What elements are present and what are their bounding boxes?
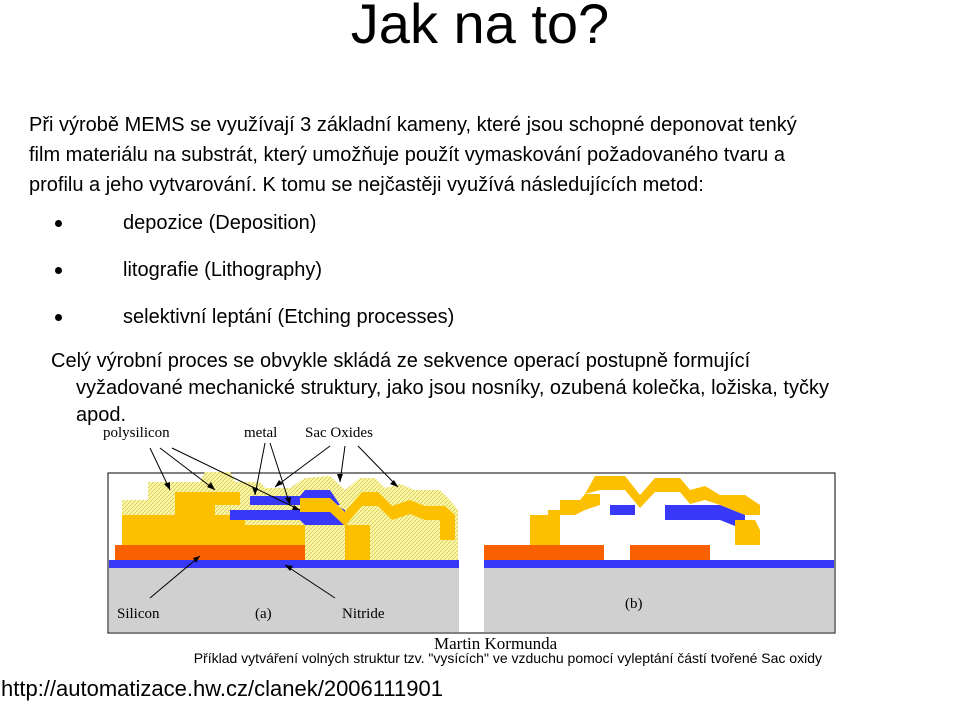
- arrow-line: [357, 445, 399, 488]
- poly0-layer: [630, 545, 710, 560]
- process-line: Celý výrobní proces se obvykle skládá ze…: [51, 350, 751, 372]
- label-panel-a: (a): [255, 606, 272, 622]
- poly0-layer: [115, 545, 305, 560]
- arrow-head: [285, 497, 291, 505]
- label-silicon: Silicon: [117, 606, 160, 622]
- label-polysilicon: polysilicon: [103, 425, 170, 441]
- arrow-head: [275, 480, 283, 487]
- arrow-line: [254, 442, 266, 496]
- silicon-layer: [484, 568, 834, 632]
- arrow-head: [390, 480, 398, 487]
- arrow-line: [149, 555, 201, 599]
- metal-layer: [610, 505, 635, 515]
- bullet-icon: [55, 267, 62, 274]
- panel-b: [484, 476, 834, 632]
- arrow-head: [285, 565, 293, 571]
- nitride-layer: [109, 560, 459, 568]
- label-panel-b: (b): [625, 596, 643, 612]
- anchor-post: [345, 525, 370, 560]
- label-nitride: Nitride: [342, 606, 385, 622]
- arrow-line: [269, 442, 291, 506]
- nitride-layer: [484, 560, 834, 568]
- method-item: litografie (Lithography): [0, 255, 960, 285]
- intro-line: profilu a jeho vytvarování. K tomu se ne…: [29, 174, 704, 196]
- arrow-line: [284, 564, 336, 599]
- polysilicon-layer: [175, 492, 240, 505]
- method-label: selektivní leptání (Etching processes): [123, 306, 455, 328]
- process-line: vyžadované mechanické struktury, jako js…: [76, 377, 829, 399]
- intro-line: Při výrobě MEMS se využívají 3 základní …: [29, 114, 797, 136]
- arrow-heads: [164, 474, 398, 571]
- method-label: depozice (Deposition): [123, 212, 317, 234]
- arrow-head: [193, 556, 200, 563]
- polysilicon-layer: [122, 505, 305, 545]
- bullet-icon: [55, 314, 62, 321]
- arrow-line: [171, 447, 301, 511]
- source-url: http://automatizace.hw.cz/clanek/2006111…: [1, 676, 443, 701]
- arrow-head: [252, 487, 258, 495]
- polysilicon-layer: [300, 492, 455, 540]
- label-metal: metal: [244, 425, 277, 441]
- poly0-layer: [484, 545, 604, 560]
- polysilicon-layer: [530, 494, 600, 545]
- arrow-head: [164, 482, 170, 490]
- arrow-line: [159, 447, 216, 491]
- method-item: selektivní leptání (Etching processes): [0, 302, 960, 332]
- method-item: depozice (Deposition): [0, 208, 960, 238]
- label-sac-oxides: Sac Oxides: [305, 425, 373, 441]
- bullet-icon: [55, 220, 62, 227]
- intro-line: film materiálu na substrát, který umožňu…: [29, 144, 785, 166]
- figure-caption: Příklad vytváření volných struktur tzv. …: [193, 650, 822, 666]
- polysilicon-layer: [585, 476, 760, 515]
- arrow-line: [274, 445, 331, 488]
- intro-paragraph: Při výrobě MEMS se využívají 3 základní …: [29, 110, 944, 200]
- arrow-line: [149, 447, 171, 491]
- label-arrows: [149, 442, 399, 599]
- author-name: Martin Kormunda: [434, 634, 558, 653]
- metal-layer: [700, 505, 745, 530]
- page-title: Jak na to?: [350, 0, 610, 55]
- metal-layer: [665, 505, 700, 520]
- method-label: litografie (Lithography): [123, 259, 322, 281]
- anchor-post: [735, 520, 760, 545]
- arrow-head: [292, 505, 300, 510]
- process-line: apod.: [76, 404, 127, 426]
- arrow-head: [337, 474, 343, 482]
- process-paragraph: Celý výrobní proces se obvykle skládá ze…: [51, 348, 960, 429]
- silicon-layer: [109, 568, 459, 632]
- panel-a: [109, 472, 459, 632]
- arrow-head: [207, 482, 215, 490]
